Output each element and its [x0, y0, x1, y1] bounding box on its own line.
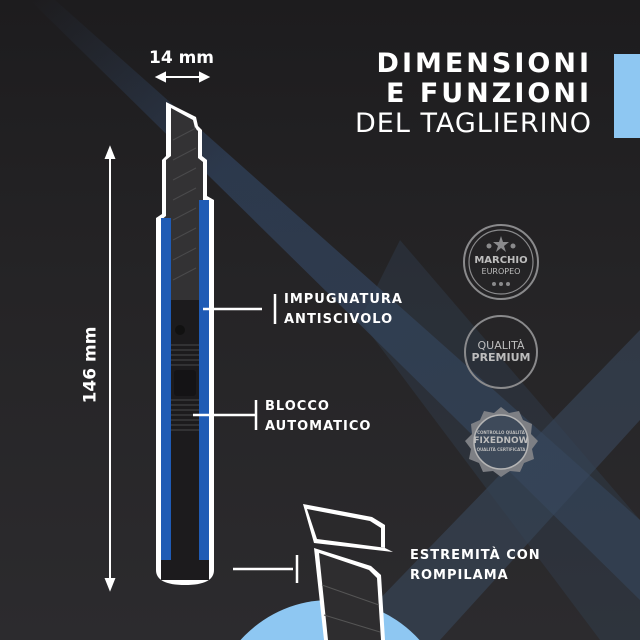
length-dimension-label: 146 mm — [80, 326, 101, 404]
feature-autolock-line2: AUTOMATICO — [265, 419, 372, 434]
cutter-knife — [156, 102, 214, 585]
badge-fixednow-brand: FIXEDNOW — [473, 436, 529, 446]
title-line-1: DIMENSIONI — [376, 48, 592, 79]
title-line-2: E FUNZIONI — [385, 78, 592, 109]
width-dimension-label: 14 mm — [149, 48, 215, 68]
light-beam — [340, 330, 640, 640]
width-arrow-icon — [154, 71, 211, 83]
blade-snapper-illustration — [303, 504, 393, 640]
feature-autolock: BLOCCO AUTOMATICO — [265, 397, 371, 437]
feature-grip: IMPUGNATURA ANTISCIVOLO — [284, 290, 403, 330]
badge-fixednow-icon — [465, 407, 538, 477]
badge-fixednow-bottom: QUALITÀ CERTIFICATA — [476, 447, 526, 452]
badge-marchio-europeo: MARCHIO EUROPEO — [466, 255, 536, 277]
feature-snapper-line2: ROMPILAMA — [410, 568, 509, 583]
badge-qualita-line2: PREMIUM — [471, 351, 531, 364]
badge-qualita-line1: QUALITÀ — [477, 339, 525, 352]
length-arrow-icon — [104, 145, 116, 592]
feature-snapper: ESTREMITÀ CON ROMPILAMA — [410, 546, 541, 586]
badge-marchio-europeo-icon — [463, 224, 539, 300]
badge-marchio-line2: EUROPEO — [481, 267, 521, 276]
callout-lines — [193, 294, 299, 583]
feature-autolock-line1: BLOCCO — [265, 399, 330, 414]
feature-snapper-line1: ESTREMITÀ CON — [410, 548, 541, 563]
badge-fixednow: CONTROLLO QUALITÀ FIXEDNOW QUALITÀ CERTI… — [471, 430, 531, 453]
badge-marchio-line1: MARCHIO — [474, 255, 528, 266]
badge-fixednow-top: CONTROLLO QUALITÀ — [477, 430, 525, 435]
page-title: DIMENSIONI E FUNZIONI DEL TAGLIERINO — [355, 50, 592, 137]
title-line-3: DEL TAGLIERINO — [354, 108, 592, 139]
accent-bar — [614, 54, 640, 138]
feature-grip-line1: IMPUGNATURA — [284, 292, 403, 307]
badge-qualita-premium-icon — [464, 315, 538, 389]
feature-grip-line2: ANTISCIVOLO — [284, 312, 394, 327]
badge-qualita-premium: QUALITÀ PREMIUM — [466, 340, 536, 364]
